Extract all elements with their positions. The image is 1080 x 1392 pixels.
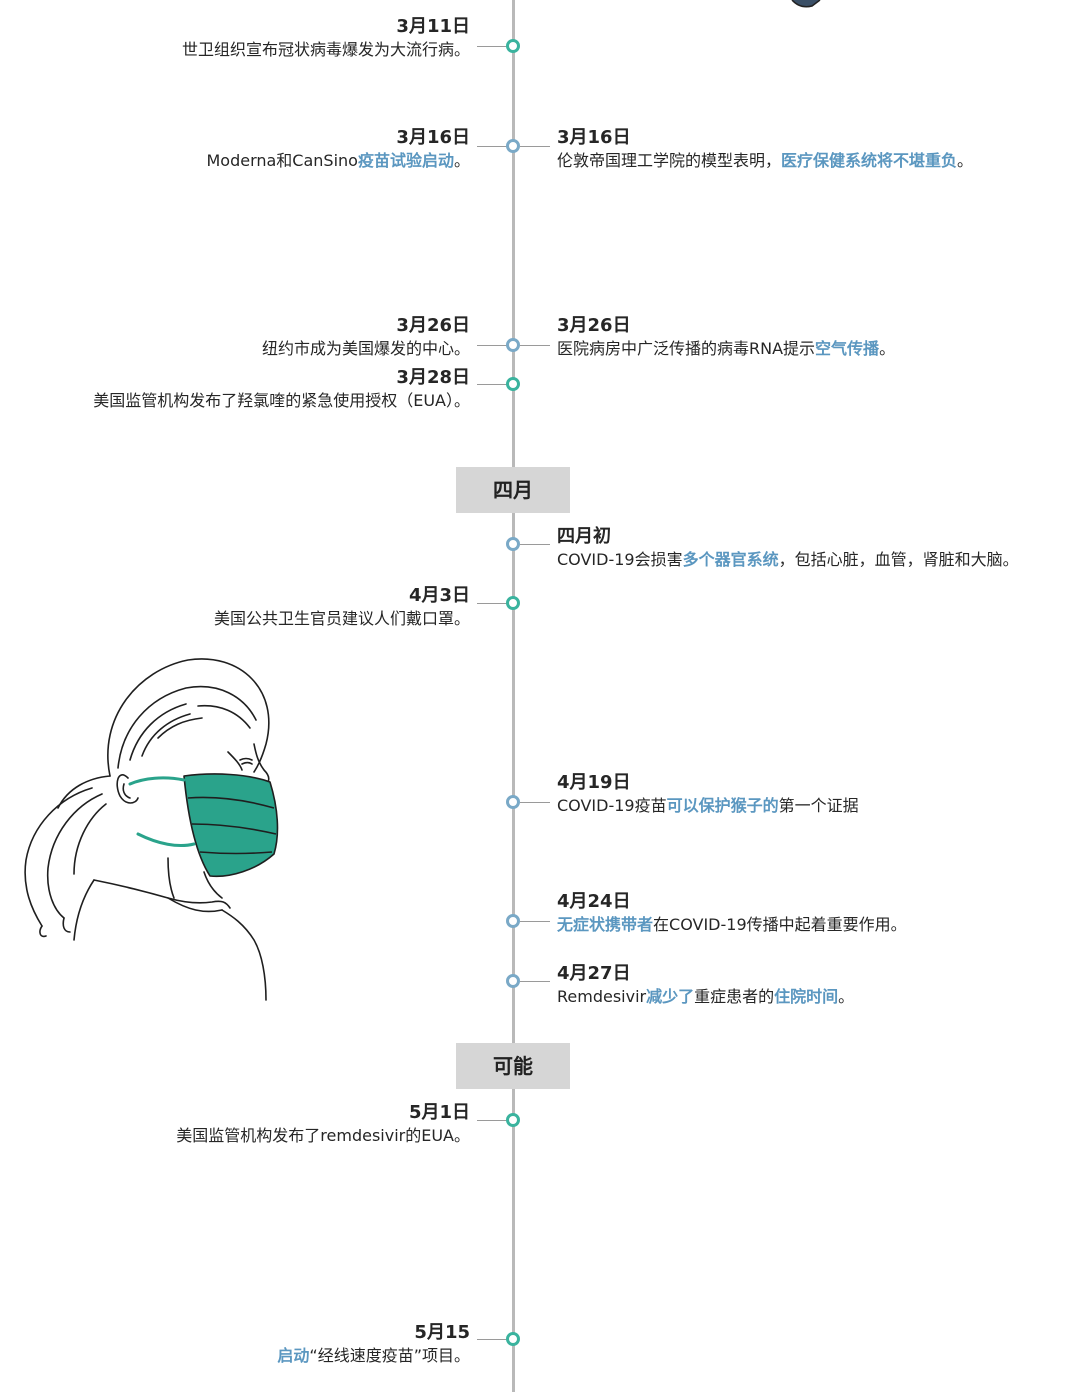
event-apr27-right: 4月27日 Remdesivir减少了重症患者的住院时间。	[557, 963, 1057, 1008]
timeline-node	[506, 795, 520, 809]
event-mar16-right: 3月16日 伦敦帝国理工学院的模型表明，医疗保健系统将不堪重负。	[557, 127, 1057, 172]
event-date: 3月16日	[396, 127, 470, 148]
event-mar26-right: 3月26日 医院病房中广泛传播的病毒RNA提示空气传播。	[557, 315, 1057, 360]
event-may15-left: 5月15 启动“经线速度疫苗”项目。	[0, 1322, 470, 1367]
connector-line	[520, 921, 550, 922]
event-description: 美国公共卫生官员建议人们戴口罩。	[213, 609, 470, 628]
highlight-link[interactable]: 疫苗试验启动	[357, 151, 454, 170]
highlight-link[interactable]: 减少了	[646, 987, 695, 1006]
event-apr24-right: 4月24日 无症状携带者在COVID-19传播中起着重要作用。	[557, 891, 1057, 936]
event-description: Remdesivir减少了重症患者的住院时间。	[557, 987, 855, 1006]
connector-line	[520, 345, 550, 346]
event-date: 5月15	[414, 1322, 470, 1343]
event-apr-early-right: 四月初 COVID-19会损害多个器官系统，包括心脏，血管，肾脏和大脑。	[557, 526, 1047, 571]
event-description: 启动“经线速度疫苗”项目。	[277, 1346, 470, 1365]
month-label-april: 四月	[456, 467, 570, 513]
event-mar11-left: 3月11日 世卫组织宣布冠状病毒爆发为大流行病。	[0, 16, 470, 61]
event-date: 4月24日	[557, 891, 631, 912]
timeline-node	[506, 1113, 520, 1127]
event-date: 3月28日	[396, 367, 470, 388]
highlight-link[interactable]: 启动	[277, 1346, 310, 1365]
event-date: 3月26日	[396, 315, 470, 336]
timeline-axis	[512, 0, 515, 1392]
event-date: 3月16日	[557, 127, 631, 148]
event-date: 5月1日	[408, 1102, 470, 1123]
event-date: 4月27日	[557, 963, 631, 984]
highlight-link[interactable]: 无症状携带者	[557, 915, 654, 934]
timeline-node	[506, 377, 520, 391]
event-may1-left: 5月1日 美国监管机构发布了remdesivir的EUA。	[0, 1102, 470, 1147]
timeline-node	[506, 914, 520, 928]
connector-line	[520, 981, 550, 982]
timeline-node	[506, 1332, 520, 1346]
timeline-node	[506, 974, 520, 988]
event-description: 医院病房中广泛传播的病毒RNA提示空气传播。	[557, 339, 896, 358]
event-mar28-left: 3月28日 美国监管机构发布了羟氯喹的紧急使用授权（EUA）。	[0, 367, 470, 412]
event-description: 美国监管机构发布了羟氯喹的紧急使用授权（EUA）。	[93, 391, 470, 410]
highlight-link[interactable]: 多个器官系统	[682, 550, 779, 569]
event-description: 纽约市成为美国爆发的中心。	[261, 339, 470, 358]
connector-line	[477, 146, 507, 147]
timeline-node	[506, 139, 520, 153]
event-apr19-right: 4月19日 COVID-19疫苗可以保护猴子的第一个证据	[557, 772, 1057, 817]
timeline-node	[506, 39, 520, 53]
event-mar26-left: 3月26日 纽约市成为美国爆发的中心。	[0, 315, 470, 360]
event-description: 美国监管机构发布了remdesivir的EUA。	[176, 1126, 470, 1145]
highlight-link[interactable]: 空气传播	[815, 339, 880, 358]
connector-line	[520, 544, 550, 545]
event-description: 伦敦帝国理工学院的模型表明，医疗保健系统将不堪重负。	[557, 151, 974, 170]
event-description: Moderna和CanSino疫苗试验启动。	[206, 151, 470, 170]
event-apr3-left: 4月3日 美国公共卫生官员建议人们戴口罩。	[0, 585, 470, 630]
timeline-node	[506, 596, 520, 610]
connector-line	[520, 146, 550, 147]
event-date: 4月3日	[408, 585, 470, 606]
event-description: 世卫组织宣布冠状病毒爆发为大流行病。	[181, 40, 470, 59]
connector-line	[477, 384, 507, 385]
event-date: 四月初	[557, 526, 611, 547]
month-label-may: 可能	[456, 1043, 570, 1089]
connector-line	[477, 1120, 507, 1121]
event-date: 4月19日	[557, 772, 631, 793]
masked-person-illustration	[24, 658, 279, 1001]
connector-line	[477, 46, 507, 47]
connector-line	[477, 1339, 507, 1340]
connector-line	[520, 802, 550, 803]
connector-line	[477, 345, 507, 346]
highlight-link[interactable]: 医疗保健系统将不堪重负	[781, 151, 958, 170]
event-date: 3月26日	[557, 315, 631, 336]
event-date: 3月11日	[396, 16, 470, 37]
highlight-link[interactable]: 住院时间	[774, 987, 839, 1006]
connector-line	[477, 603, 507, 604]
illustration-fragment	[791, 0, 821, 8]
event-mar16-left: 3月16日 Moderna和CanSino疫苗试验启动。	[0, 127, 470, 172]
timeline-node	[506, 537, 520, 551]
highlight-link[interactable]: 可以保护猴子的	[666, 796, 779, 815]
event-description: COVID-19会损害多个器官系统，包括心脏，血管，肾脏和大脑。	[557, 550, 1019, 569]
event-description: 无症状携带者在COVID-19传播中起着重要作用。	[557, 915, 907, 934]
event-description: COVID-19疫苗可以保护猴子的第一个证据	[557, 796, 859, 815]
timeline-node	[506, 338, 520, 352]
